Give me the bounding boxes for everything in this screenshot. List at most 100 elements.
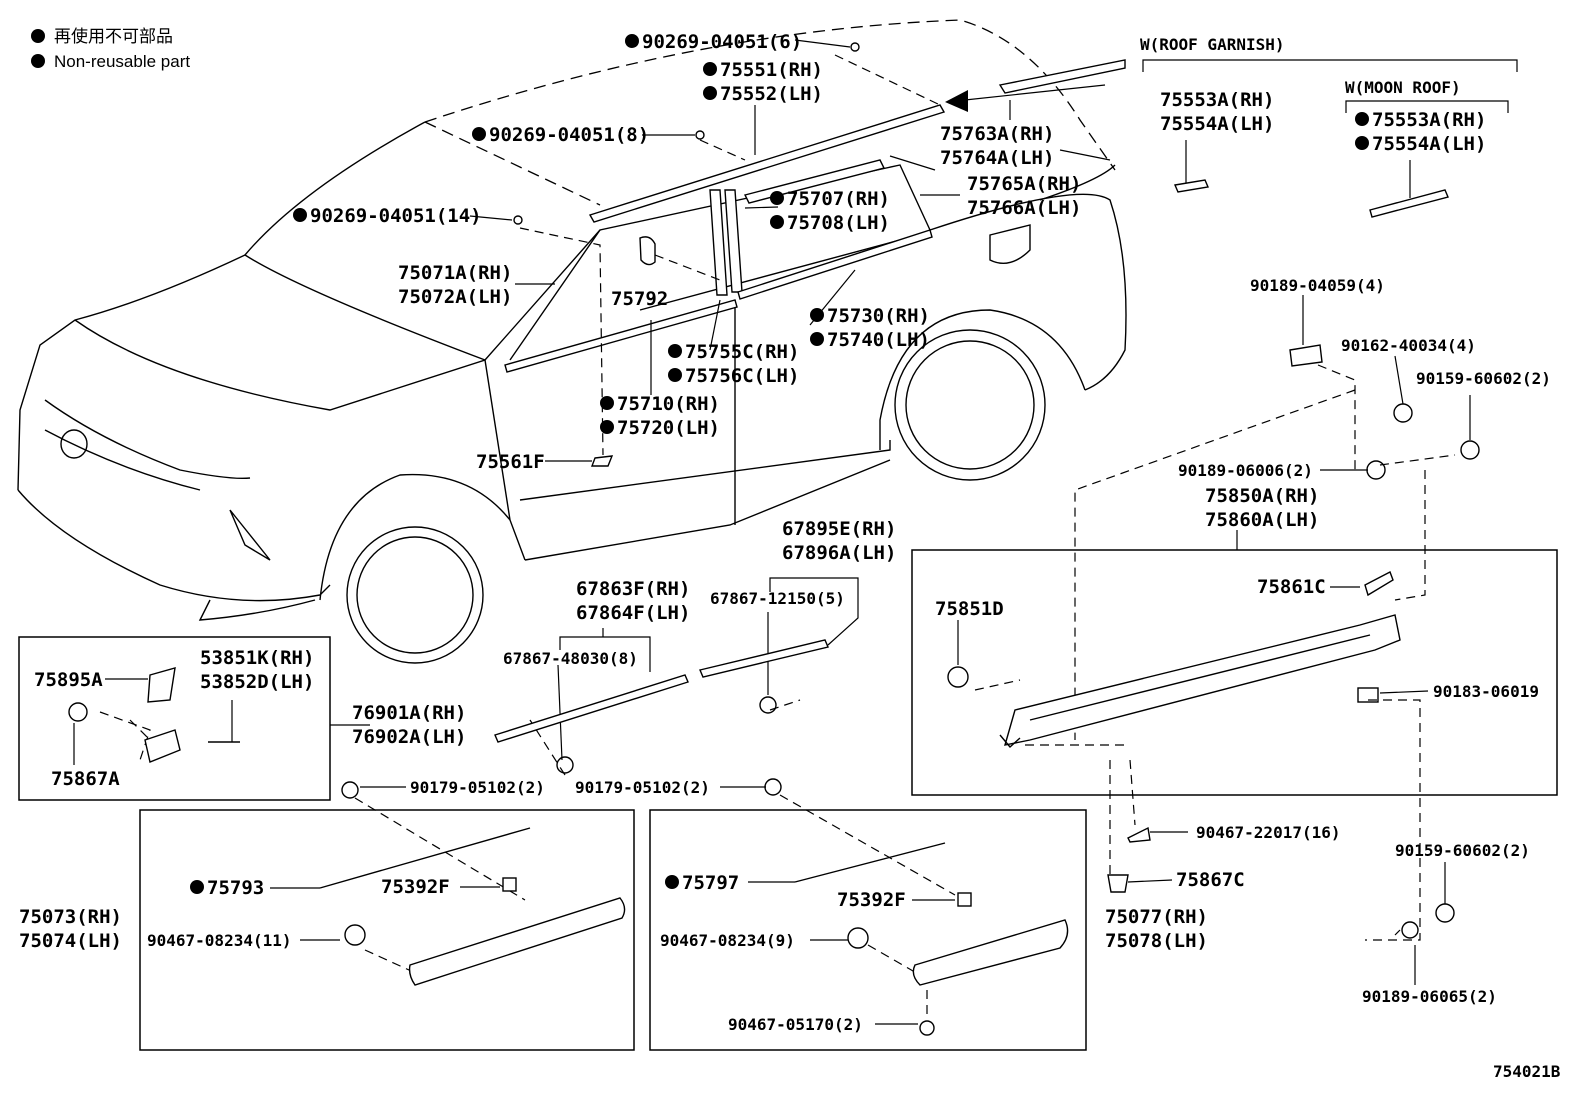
part-number-label: 90269-04051(14) (310, 205, 482, 227)
part-number-label: 67863F(RH) (576, 578, 690, 600)
part-number-label: 53852D(LH) (200, 671, 314, 693)
non-reusable-bullet (810, 308, 824, 322)
non-reusable-bullet (703, 62, 717, 76)
legend: 再使用不可部品 Non-reusable part (31, 26, 190, 71)
non-reusable-bullet (600, 420, 614, 434)
clip-icon (1127, 826, 1151, 843)
clip-icon (695, 130, 705, 140)
non-reusable-bullet (665, 875, 679, 889)
part-number-label: 75765A(RH) (967, 173, 1081, 195)
part-number-label: 75073(RH) (19, 906, 122, 928)
part-number-label: 75764A(LH) (940, 147, 1054, 169)
clip-icon (1393, 403, 1413, 423)
part-number-label: 75077(RH) (1105, 906, 1208, 928)
part-number-label: 75730(RH) (827, 305, 930, 327)
dashed-lines (99, 54, 1456, 1020)
part-number-label: 75708(LH) (787, 212, 890, 234)
part-number-label: W(MOON ROOF) (1345, 78, 1461, 97)
non-reusable-bullet (472, 127, 486, 141)
part-number-label: 75756C(LH) (685, 365, 799, 387)
part-number-label: 67864F(LH) (576, 602, 690, 624)
part-number-label: 75707(RH) (787, 188, 890, 210)
non-reusable-bullet (625, 34, 639, 48)
legend-bullet (31, 54, 45, 68)
clip-icon (1401, 921, 1419, 939)
non-reusable-bullet (1355, 112, 1369, 126)
non-reusable-bullet (190, 880, 204, 894)
clip-icon (764, 778, 782, 796)
part-number-label: 75553A(RH) (1372, 109, 1486, 131)
part-number-label: 75766A(LH) (967, 197, 1081, 219)
part-number-label: 90179-05102(2) (575, 778, 710, 797)
non-reusable-bullet (293, 208, 307, 222)
part-number-label: 75078(LH) (1105, 930, 1208, 952)
part-labels: 90269-04051(6) 75551(RH) 75552(LH) 90269… (19, 31, 1551, 1034)
part-number-label: 75392F (381, 876, 450, 898)
clip-icon (1107, 874, 1129, 893)
clip-icon (341, 781, 359, 799)
legend-bullet (31, 29, 45, 43)
part-number-label: 75561F (476, 451, 545, 473)
clip-icon (850, 42, 860, 52)
part-number-label: 67896A(LH) (782, 542, 896, 564)
clip-icon (1460, 440, 1480, 460)
part-number-label: 75552(LH) (720, 83, 823, 105)
part-number-label: 75554A(LH) (1160, 113, 1274, 135)
part-number-label: 90189-04059(4) (1250, 276, 1385, 295)
part-number-label: 75553A(RH) (1160, 89, 1274, 111)
non-reusable-bullet (600, 396, 614, 410)
non-reusable-bullet (810, 332, 824, 346)
part-number-label: 75710(RH) (617, 393, 720, 415)
part-number-label: 90467-08234(9) (660, 931, 795, 950)
part-number-label: 90467-08234(11) (147, 931, 292, 950)
part-number-label: 90159-60602(2) (1395, 841, 1530, 860)
non-reusable-bullet (770, 215, 784, 229)
clip-icon (847, 927, 869, 949)
car-illustration (17, 19, 1127, 664)
non-reusable-bullet (770, 191, 784, 205)
clip-icon (947, 666, 969, 688)
rocker-panel-box (911, 549, 1558, 796)
part-number-label: 53851K(RH) (200, 647, 314, 669)
clip-icon (344, 924, 366, 946)
part-number-label: 75740(LH) (827, 329, 930, 351)
part-number-label: 90162-40034(4) (1341, 336, 1476, 355)
part-number-label: 90159-60602(2) (1416, 369, 1551, 388)
part-number-label: W(ROOF GARNISH) (1140, 35, 1285, 54)
part-number-label: 90269-04051(6) (642, 31, 802, 53)
part-number-label: 75554A(LH) (1372, 133, 1486, 155)
part-number-label: 75867C (1176, 869, 1245, 891)
part-number-label: 75720(LH) (617, 417, 720, 439)
part-number-label: 67895E(RH) (782, 518, 896, 540)
part-number-label: 75797 (682, 872, 739, 894)
legend-ja: 再使用不可部品 (54, 26, 173, 46)
part-number-label: 75072A(LH) (398, 286, 512, 308)
part-number-label: 76902A(LH) (352, 726, 466, 748)
part-number-label: 75851D (935, 598, 1004, 620)
part-number-label: 90467-22017(16) (1196, 823, 1341, 842)
part-number-label: 75793 (207, 877, 264, 899)
part-number-label: 90179-05102(2) (410, 778, 545, 797)
figure-code: 754021B (1493, 1062, 1561, 1081)
clip-icon (919, 1020, 935, 1036)
non-reusable-bullet (1355, 136, 1369, 150)
part-number-label: 75895A (34, 669, 103, 691)
part-number-label: 75071A(RH) (398, 262, 512, 284)
part-number-label: 90467-05170(2) (728, 1015, 863, 1034)
mudflap-box (18, 636, 331, 801)
clip-icon (1366, 460, 1386, 480)
part-number-label: 67867-12150(5) (710, 589, 845, 608)
part-number-label: 76901A(RH) (352, 702, 466, 724)
part-number-label: 90269-04051(8) (489, 124, 649, 146)
roof-mouldings (504, 59, 1449, 467)
clip-icon (556, 756, 574, 774)
front-garnish-box (139, 809, 635, 1051)
box-parts (68, 571, 1401, 986)
non-reusable-bullet (703, 86, 717, 100)
non-reusable-bullet (668, 368, 682, 382)
clip-icon (759, 696, 777, 714)
clip-icon (1357, 687, 1379, 703)
clip-icon (1435, 903, 1455, 923)
part-number-label: 75850A(RH) (1205, 485, 1319, 507)
